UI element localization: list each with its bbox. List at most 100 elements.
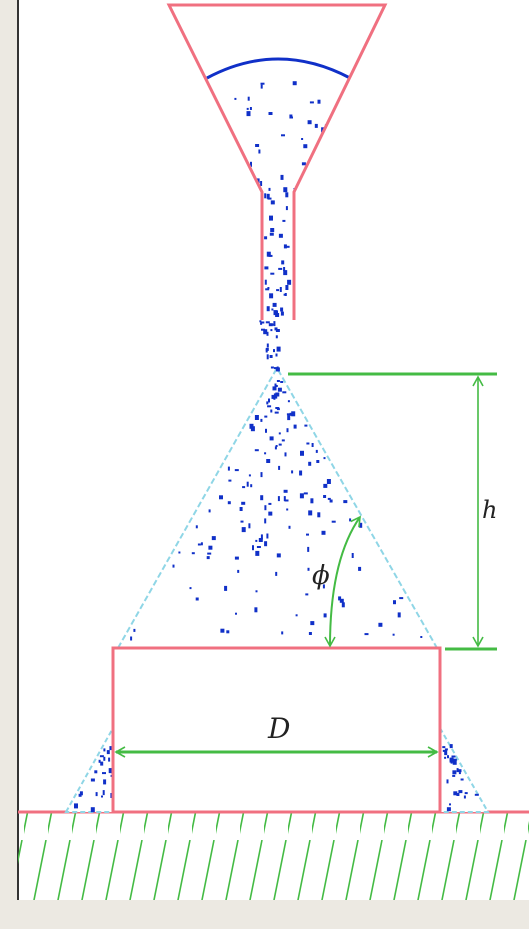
particle — [268, 398, 270, 403]
particle — [321, 127, 325, 133]
particle — [219, 495, 223, 500]
particle — [282, 219, 286, 222]
particle — [268, 254, 273, 257]
particle — [247, 96, 250, 101]
particle — [260, 82, 265, 85]
particle — [260, 181, 263, 186]
particle — [278, 443, 282, 446]
particle — [315, 449, 318, 453]
particle — [308, 632, 312, 635]
particle — [98, 759, 101, 763]
particle — [282, 391, 287, 394]
particle — [108, 768, 113, 774]
ground-base — [18, 810, 529, 900]
particle — [452, 770, 457, 775]
particle — [254, 449, 259, 452]
particle — [208, 545, 213, 550]
particle — [323, 495, 327, 498]
particle — [308, 510, 313, 516]
particle — [272, 323, 276, 326]
particle — [103, 748, 106, 752]
particle — [307, 567, 310, 571]
particle — [208, 509, 211, 513]
particle — [359, 522, 363, 528]
particle — [240, 520, 244, 523]
particle — [301, 138, 304, 140]
particle — [275, 392, 280, 397]
particle — [460, 778, 464, 781]
particle — [269, 355, 273, 358]
particle — [295, 614, 298, 617]
particle — [283, 244, 287, 249]
particle — [331, 520, 336, 523]
particle — [211, 536, 216, 541]
angle-label: ϕ — [312, 561, 330, 591]
particle — [283, 270, 288, 276]
particle — [283, 187, 288, 193]
particle — [283, 267, 286, 271]
particle — [393, 600, 396, 605]
particle — [449, 803, 451, 806]
particle — [317, 512, 321, 518]
diameter-label: D — [267, 712, 290, 745]
particle — [260, 472, 263, 478]
particle — [323, 613, 327, 618]
particle — [263, 329, 268, 335]
particle — [323, 483, 328, 488]
particle — [463, 795, 466, 799]
particle — [322, 584, 325, 589]
particle — [279, 287, 282, 292]
particle — [306, 533, 309, 536]
particle — [339, 598, 344, 603]
particle — [269, 215, 273, 221]
particle — [456, 793, 460, 796]
particle — [275, 353, 278, 357]
particle — [286, 413, 291, 416]
particle — [266, 343, 269, 348]
particle — [281, 439, 285, 442]
particle — [273, 349, 275, 353]
particle — [364, 633, 369, 636]
particle — [258, 149, 261, 154]
particle — [102, 790, 105, 796]
particle — [102, 772, 106, 775]
particle — [278, 267, 283, 270]
particle — [310, 498, 314, 504]
particle — [242, 486, 246, 489]
particle — [447, 755, 449, 759]
particle — [261, 328, 265, 331]
particle — [275, 445, 278, 447]
funnel-wall — [166, 3, 388, 320]
particle — [267, 405, 272, 408]
particle — [273, 310, 278, 316]
falling-stream — [259, 320, 281, 372]
particle — [444, 748, 448, 751]
particle — [275, 571, 278, 576]
particle — [285, 206, 288, 211]
particle — [323, 457, 326, 460]
particle — [133, 628, 136, 632]
particle — [269, 232, 274, 236]
particle — [265, 428, 267, 433]
particle — [458, 772, 461, 775]
particle — [195, 525, 198, 529]
particle — [260, 84, 263, 89]
particle — [343, 500, 348, 504]
particle — [250, 484, 253, 488]
particle — [349, 518, 352, 522]
particle — [444, 750, 448, 756]
particle — [274, 446, 277, 450]
particle — [272, 386, 277, 391]
particle — [285, 192, 289, 198]
particle — [283, 489, 288, 493]
particle — [259, 320, 262, 323]
particle — [241, 527, 246, 533]
particle — [474, 793, 479, 796]
particle — [268, 112, 273, 115]
particle — [252, 545, 254, 551]
particle — [226, 630, 230, 634]
particle — [268, 323, 273, 327]
particle — [458, 769, 462, 773]
particle — [283, 293, 286, 296]
particle — [269, 436, 274, 441]
